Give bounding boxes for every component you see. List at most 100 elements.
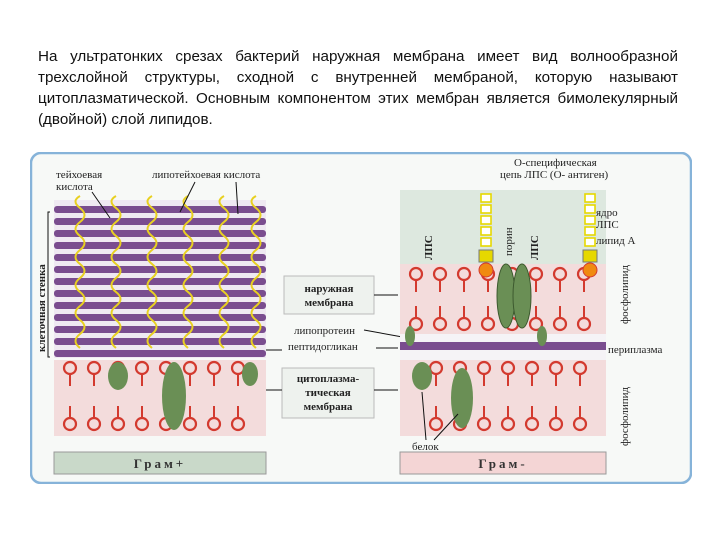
lps-core (582, 249, 598, 263)
peptidoglycan-strand (54, 254, 266, 261)
label-periplasm: периплазма (608, 344, 662, 356)
membrane-protein (242, 362, 258, 386)
label-gram-positive: Грам+ (134, 456, 186, 471)
figure-canvas: тейхоевая кислота липотейхоевая кислота … (30, 152, 692, 484)
phospholipid (500, 406, 516, 432)
label-gram-negative: Грам- (478, 456, 527, 471)
pointer-line (235, 181, 239, 215)
lps-core (478, 249, 494, 263)
label-outer-membrane-1: наружная (305, 283, 354, 295)
o-antigen-unit (584, 215, 596, 225)
o-antigen-unit (480, 237, 492, 247)
label-protein: белок (412, 441, 439, 453)
peptidoglycan-strand (54, 314, 266, 321)
teichoic-chain (182, 195, 194, 349)
peptidoglycan-strand (54, 338, 266, 345)
phospholipid (230, 406, 246, 432)
phospholipid (110, 406, 126, 432)
label-lps-right: ЛПС (529, 235, 541, 260)
label-cytoplasmic-2: тическая (305, 387, 351, 399)
phospholipid (408, 306, 424, 332)
pointer-line (433, 413, 459, 441)
phospholipid (480, 306, 496, 332)
peptidoglycan-strand (54, 218, 266, 225)
gram-negative-bar (399, 451, 607, 475)
teichoic-chain (218, 195, 230, 349)
phospholipid (62, 406, 78, 432)
label-lipid-a: липид А (596, 235, 635, 247)
teichoic-chain (250, 195, 262, 349)
phospholipid (528, 266, 544, 292)
paragraph-line-3: которую называют цитоплазматической. Осн… (38, 69, 678, 107)
label-peptidoglycan: пептидогликан (288, 341, 358, 353)
pointer-line (91, 191, 111, 219)
phospholipid (524, 406, 540, 432)
label-o-chain-1: О-специфическая (514, 157, 597, 169)
phospholipid (182, 406, 198, 432)
phospholipid (62, 360, 78, 386)
phospholipid (206, 406, 222, 432)
phospholipid (552, 266, 568, 292)
phospholipid (572, 360, 588, 386)
paragraph-line-2: волнообразной трехслойной структуры, схо… (38, 48, 678, 86)
phospholipid (86, 360, 102, 386)
phospholipid (456, 266, 472, 292)
peptidoglycan-layer (400, 342, 606, 350)
o-antigen-unit (480, 204, 492, 214)
peptidoglycan-strands (54, 206, 266, 357)
label-outer-membrane-2: мембрана (305, 297, 354, 309)
o-antigen-unit (480, 226, 492, 236)
pointer-line (179, 181, 196, 213)
teichoic-chain (110, 195, 122, 349)
label-cytoplasmic-1: цитоплазма- (297, 373, 360, 385)
peptidoglycan-strand (54, 242, 266, 249)
lipoprotein-shape (405, 326, 415, 346)
pointer-line (421, 391, 427, 441)
phospholipid (548, 360, 564, 386)
peptidoglycan-strand (54, 290, 266, 297)
inner-membrane-phospholipids (428, 360, 588, 432)
o-antigen-unit (584, 204, 596, 214)
gram-positive-bar (53, 451, 267, 475)
o-antigen-unit (480, 193, 492, 203)
o-antigen-unit (584, 226, 596, 236)
lipoprotein-shape (537, 326, 547, 346)
phospholipid (548, 406, 564, 432)
label-cytoplasmic-3: мембрана (304, 401, 353, 413)
phospholipid (432, 306, 448, 332)
lipid-a (478, 262, 494, 278)
phospholipid (182, 360, 198, 386)
porin-protein (512, 263, 532, 329)
o-antigen-unit (480, 215, 492, 225)
cell-wall-bracket (47, 211, 50, 358)
phospholipid (432, 266, 448, 292)
phospholipid (428, 406, 444, 432)
phospholipid (134, 360, 150, 386)
inner-membrane-protein (451, 368, 473, 428)
outer-membrane-box (283, 275, 375, 315)
label-teichoic: тейхоевая (56, 169, 102, 181)
peptidoglycan-strand (54, 326, 266, 333)
label-lipoteichoic: липотейхоевая кислота (152, 169, 260, 181)
phospholipid (134, 406, 150, 432)
gram-negative-panel (400, 190, 606, 436)
peptidoglycan-strand (54, 266, 266, 273)
membrane-protein (108, 362, 128, 390)
phospholipid (528, 306, 544, 332)
teichoic-chain (74, 195, 86, 349)
label-lipoprotein: липопротеин (294, 325, 355, 337)
lps-region (400, 190, 606, 264)
phospholipid (206, 360, 222, 386)
label-acid: кислота (56, 181, 93, 193)
teichoic-chain (146, 195, 158, 349)
phospholipid (500, 360, 516, 386)
membrane-protein (162, 362, 186, 430)
label-porin: порин (503, 227, 515, 256)
description-paragraph: На ультратонких срезах бактерий наружная… (38, 46, 678, 130)
phospholipid (552, 306, 568, 332)
lipid-a (582, 262, 598, 278)
teichoic-acid-chains (74, 195, 262, 349)
label-cell-wall: клеточная стенка (36, 264, 48, 352)
o-antigen-unit (584, 193, 596, 203)
label-lps-left: ЛПС (423, 235, 435, 260)
